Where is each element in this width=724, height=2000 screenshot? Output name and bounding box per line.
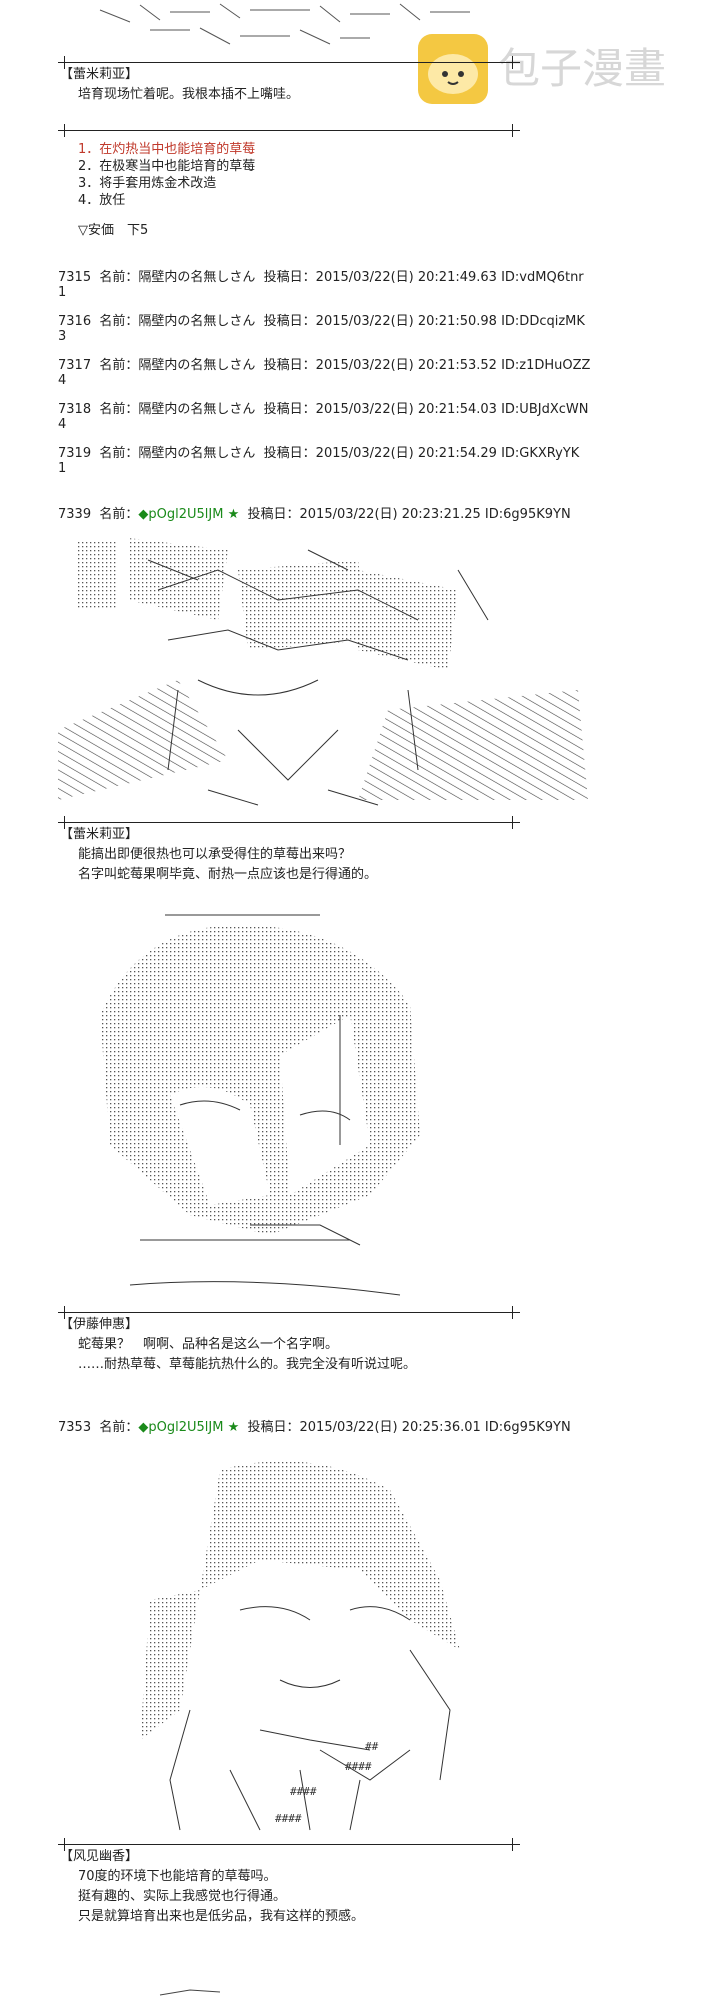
post-date: 2015/03/22(日) 20:25:36.01 (299, 1420, 481, 1435)
divider-cap (64, 1838, 65, 1851)
speaker-label: 【蕾米莉亚】 (60, 827, 139, 842)
poster-name: 隔壁内の名無しさん (138, 402, 256, 417)
divider-cap (64, 124, 65, 137)
divider (58, 1844, 520, 1845)
watermark-brand: 包子漫畫 (498, 44, 667, 93)
speaker-label: 【蕾米莉亚】 (60, 67, 139, 82)
dialog-line: 名字叫蛇莓果啊毕竟、耐热一点应该也是行得通的。 (78, 867, 378, 882)
svg-text:####: #### (275, 1812, 302, 1825)
poster-name: 隔壁内の名無しさん (138, 270, 256, 285)
divider (58, 1312, 520, 1313)
option-item: 2．在极寒当中也能培育的草莓 (78, 159, 256, 174)
speaker-label: 【风见幽香】 (60, 1849, 139, 1864)
reply-body: 4 (58, 373, 67, 388)
name-label: 名前： (99, 358, 139, 373)
vote-note: ▽安価 下5 (78, 223, 149, 238)
reply-body: 1 (58, 285, 67, 300)
divider-cap (512, 56, 513, 69)
poster-name: 隔壁内の名無しさん (138, 358, 256, 373)
name-label: 名前： (99, 270, 139, 285)
dialog-line: 培育现场忙着呢。我根本插不上嘴哇。 (78, 87, 300, 102)
svg-text:####: #### (290, 1785, 317, 1798)
poster-id: ID:UBJdXcWN (501, 402, 589, 417)
ascii-art-character: ## #### #### #### (140, 1461, 460, 1831)
option-item: 3．将手套用炼金术改造 (78, 176, 217, 191)
ascii-art-fragment (159, 1989, 221, 1996)
date-label: 投稿日： (263, 270, 316, 285)
ascii-art-character (58, 538, 588, 806)
poster-id: ID:6g95K9YN (484, 1420, 571, 1435)
divider-cap (64, 56, 65, 69)
poster-id: ID:z1DHuOZZ (501, 358, 591, 373)
svg-text:####: #### (345, 1760, 372, 1773)
post-date: 2015/03/22(日) 20:21:54.03 (315, 402, 497, 417)
poster-name: 隔壁内の名無しさん (138, 314, 256, 329)
poster-name: 隔壁内の名無しさん (138, 446, 256, 461)
poster-id: ID:6g95K9YN (484, 507, 571, 522)
divider-cap (512, 124, 513, 137)
date-label: 投稿日： (263, 402, 316, 417)
poster-trip: ◆pOgl2U5lJM ★ (138, 1420, 240, 1435)
poster-id: ID:vdMQ6tnr (501, 270, 584, 285)
option-item: 1．在灼热当中也能培育的草莓 (78, 142, 256, 157)
reply-body: 3 (58, 329, 67, 344)
post-date: 2015/03/22(日) 20:23:21.25 (299, 507, 481, 522)
post-number: 7353 (58, 1420, 92, 1435)
divider-cap (512, 1838, 513, 1851)
poster-id: ID:GKXRyYK (501, 446, 580, 461)
post-date: 2015/03/22(日) 20:21:54.29 (315, 446, 497, 461)
name-label: 名前： (99, 402, 139, 417)
divider-cap (64, 1306, 65, 1319)
reply-body: 1 (58, 461, 67, 476)
ascii-art-top-remnant (99, 3, 470, 45)
ascii-art-character (100, 914, 420, 1296)
divider-cap (512, 1306, 513, 1319)
dialog-line: 只是就算培育出来也是低劣品，我有这样的预感。 (78, 1909, 365, 1924)
name-label: 名前： (99, 507, 139, 522)
date-label: 投稿日： (247, 1420, 300, 1435)
post-date: 2015/03/22(日) 20:21:49.63 (315, 270, 497, 285)
post-number: 7339 (58, 507, 92, 522)
post-header: 7353 名前：◆pOgl2U5lJM ★ 投稿日：2015/03/22(日) … (58, 1420, 571, 1436)
dialog-line: 蛇莓果？ 啊啊、品种名是这么一个名字啊。 (78, 1337, 339, 1352)
poster-id: ID:DDcqizMK (501, 314, 585, 329)
divider (58, 130, 520, 131)
option-item: 4．放任 (78, 193, 126, 208)
svg-text:##: ## (365, 1740, 379, 1753)
divider (58, 822, 520, 823)
reply-body: 4 (58, 417, 67, 432)
post-number: 7315 (58, 270, 92, 285)
divider-cap (512, 816, 513, 829)
name-label: 名前： (99, 314, 139, 329)
date-label: 投稿日： (247, 507, 300, 522)
date-label: 投稿日： (263, 446, 316, 461)
speaker-label: 【伊藤伸惠】 (60, 1317, 139, 1332)
date-label: 投稿日： (263, 314, 316, 329)
watermark-logo-icon (418, 34, 488, 104)
dialog-line: ……耐热草莓、草莓能抗热什么的。我完全没有听说过呢。 (78, 1357, 417, 1372)
post-number: 7317 (58, 358, 92, 373)
post-number: 7319 (58, 446, 92, 461)
divider-cap (64, 816, 65, 829)
dialog-line: 70度的环境下也能培育的草莓吗。 (78, 1869, 277, 1884)
post-number: 7318 (58, 402, 92, 417)
post-date: 2015/03/22(日) 20:21:53.52 (315, 358, 497, 373)
poster-trip: ◆pOgl2U5lJM ★ (138, 507, 240, 522)
divider (58, 62, 520, 63)
name-label: 名前： (99, 1420, 139, 1435)
date-label: 投稿日： (263, 358, 316, 373)
dialog-line: 能搞出即便很热也可以承受得住的草莓出来吗？ (78, 847, 352, 862)
dialog-line: 挺有趣的、实际上我感觉也行得通。 (78, 1889, 287, 1904)
post-number: 7316 (58, 314, 92, 329)
name-label: 名前： (99, 446, 139, 461)
post-header: 7339 名前：◆pOgl2U5lJM ★ 投稿日：2015/03/22(日) … (58, 507, 571, 523)
post-date: 2015/03/22(日) 20:21:50.98 (315, 314, 497, 329)
